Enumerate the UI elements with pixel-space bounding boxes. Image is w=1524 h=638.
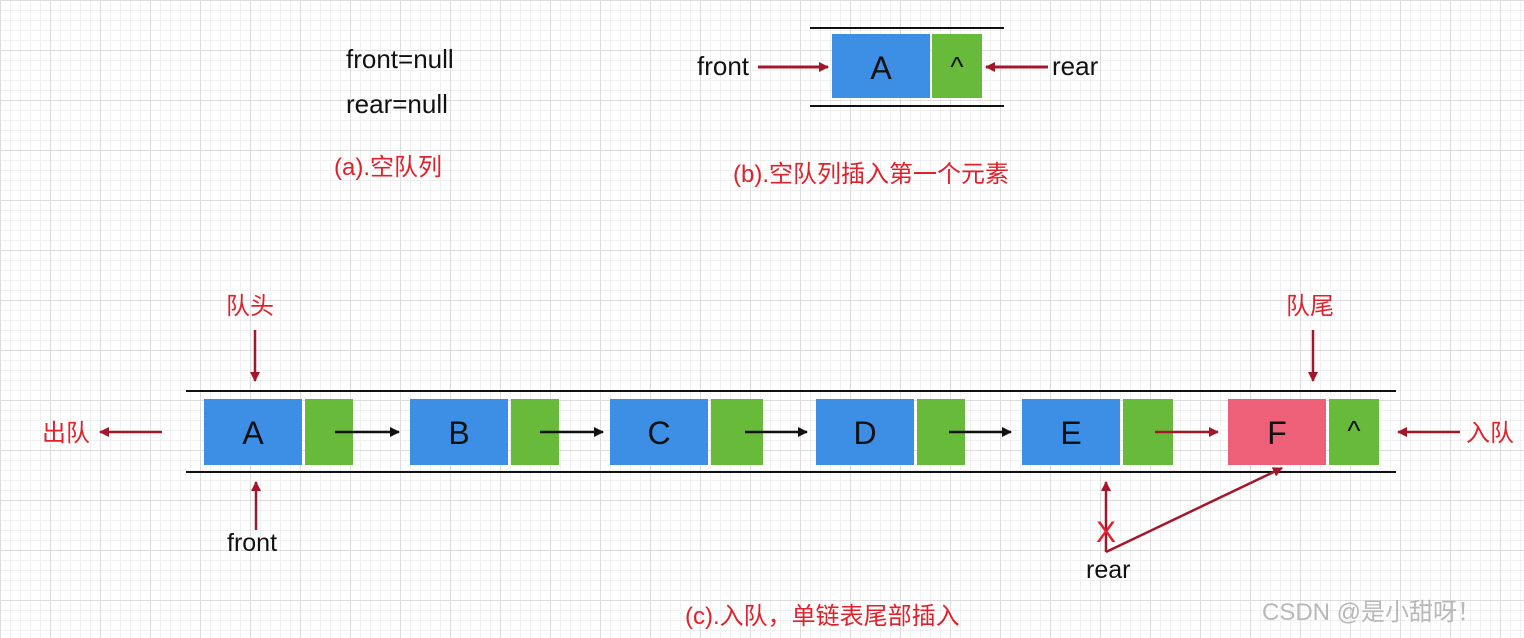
node-d-value: D bbox=[853, 415, 876, 451]
rear-label-b: rear bbox=[1052, 51, 1099, 81]
node-e-data-cell bbox=[1022, 399, 1120, 465]
caption-c: (c).入队，单链表尾部插入 bbox=[685, 603, 960, 630]
old-rear-cross-mark: X bbox=[1096, 516, 1116, 549]
caption-a: (a).空队列 bbox=[334, 154, 442, 181]
node-b-value: B bbox=[448, 415, 469, 451]
node-b-value: A bbox=[870, 50, 892, 86]
front-null-text: front=null bbox=[346, 44, 454, 74]
node-f-null: ^ bbox=[1347, 415, 1360, 446]
node-c-data-cell bbox=[610, 399, 708, 465]
head-label: 队头 bbox=[226, 293, 274, 320]
node-f-value: F bbox=[1267, 415, 1287, 451]
front-label-b: front bbox=[697, 51, 750, 81]
tail-label: 队尾 bbox=[1286, 293, 1334, 320]
node-f-pointer-cell bbox=[1329, 399, 1379, 465]
dequeue-label: 出队 bbox=[42, 420, 90, 447]
node-b-null: ^ bbox=[950, 51, 963, 82]
node-b-data-cell bbox=[410, 399, 508, 465]
node-b-data-cell bbox=[832, 34, 930, 98]
node-a-data-cell bbox=[204, 399, 302, 465]
node-c-value: C bbox=[647, 415, 670, 451]
rear-label-c: rear bbox=[1086, 556, 1130, 584]
watermark-text: CSDN @是小甜呀！ bbox=[1262, 599, 1481, 626]
node-e-value: E bbox=[1060, 415, 1081, 451]
enqueue-label: 入队 bbox=[1466, 420, 1514, 447]
new-rear-arrow bbox=[1105, 466, 1283, 554]
node-b-pointer-cell bbox=[932, 34, 982, 98]
node-f-data-cell bbox=[1228, 399, 1326, 465]
front-label-c: front bbox=[227, 529, 277, 557]
caption-b: (b).空队列插入第一个元素 bbox=[733, 161, 1009, 188]
node-d-data-cell bbox=[816, 399, 914, 465]
rear-null-text: rear=null bbox=[346, 89, 448, 119]
node-a-value: A bbox=[242, 415, 264, 451]
